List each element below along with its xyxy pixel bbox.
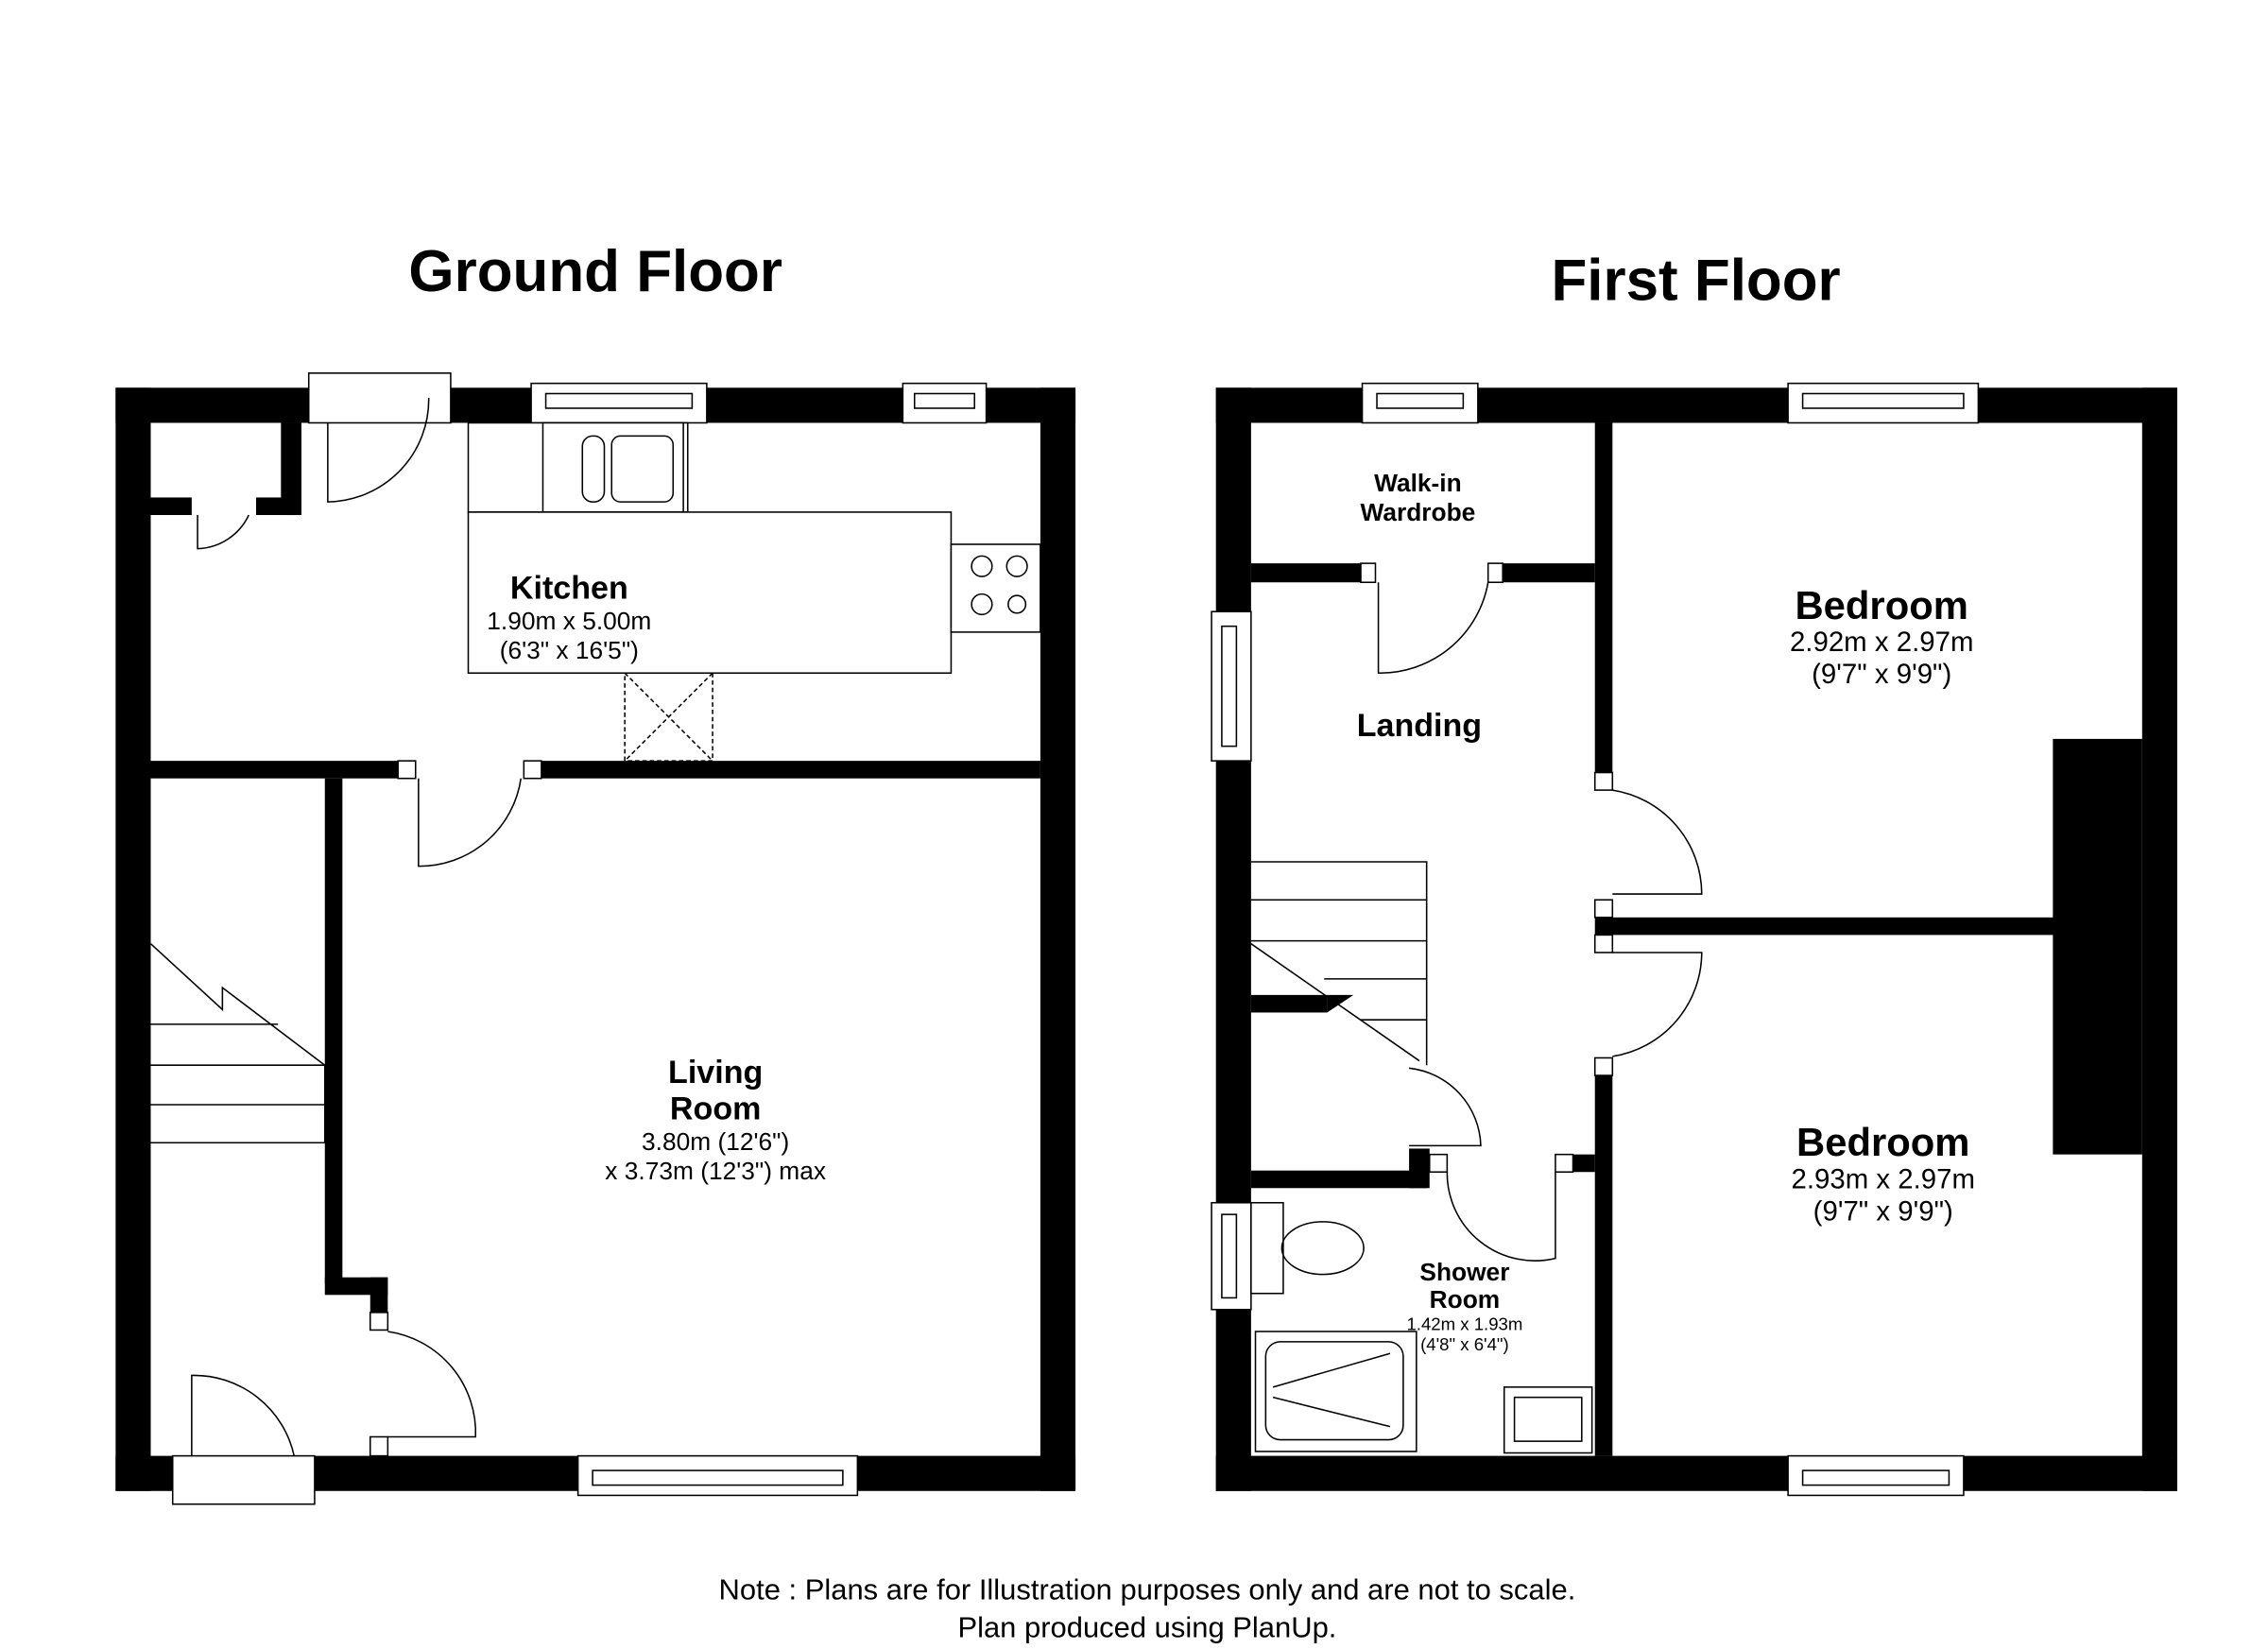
shower-room-label-1: Shower xyxy=(1419,1258,1509,1286)
plan-credit: Plan produced using PlanUp. xyxy=(957,1611,1336,1644)
bedroom-2-metric: 2.93m x 2.97m xyxy=(1792,1163,1976,1194)
kitchen-imperial: (6'3" x 16'5") xyxy=(500,636,639,664)
bedroom-1-label: Bedroom xyxy=(1795,583,1967,627)
living-room-dim-2: x 3.73m (12'3") max xyxy=(605,1157,826,1185)
ground-floor-plan: Kitchen 1.90m x 5.00m (6'3" x 16'5") Liv… xyxy=(115,372,1076,1505)
kitchen-metric: 1.90m x 5.00m xyxy=(487,607,651,635)
bedroom-1-imperial: (9'7" x 9'9") xyxy=(1812,659,1951,690)
bedroom-2-label: Bedroom xyxy=(1796,1120,1969,1164)
hob xyxy=(950,543,1041,633)
bedroom-1-metric: 2.92m x 2.97m xyxy=(1790,627,1974,658)
disclaimer-note: Note : Plans are for Illustration purpos… xyxy=(719,1572,1576,1606)
walk-in-wardrobe-label-2: Wardrobe xyxy=(1360,498,1475,526)
front-door-frame xyxy=(171,1454,316,1505)
living-room-label-1: Living xyxy=(668,1055,763,1091)
shower-room-label-2: Room xyxy=(1430,1285,1501,1314)
shower-room-imperial: (4'8" x 6'4") xyxy=(1420,1334,1509,1354)
living-room-dim-1: 3.80m (12'6") xyxy=(642,1127,789,1156)
first-floor-title: First Floor xyxy=(1551,248,1840,313)
bedroom-2-imperial: (9'7" x 9'9") xyxy=(1813,1195,1953,1227)
living-room-label-2: Room xyxy=(670,1091,761,1126)
ground-floor-title: Ground Floor xyxy=(408,239,782,304)
walk-in-wardrobe-label-1: Walk-in xyxy=(1374,469,1462,497)
shower-room-metric: 1.42m x 1.93m xyxy=(1406,1314,1522,1333)
kitchen-label: Kitchen xyxy=(510,570,628,606)
first-floor-plan: Walk-in Wardrobe Landing Bedroom 2.92m x… xyxy=(1211,382,2177,1497)
landing-label: Landing xyxy=(1357,708,1482,744)
